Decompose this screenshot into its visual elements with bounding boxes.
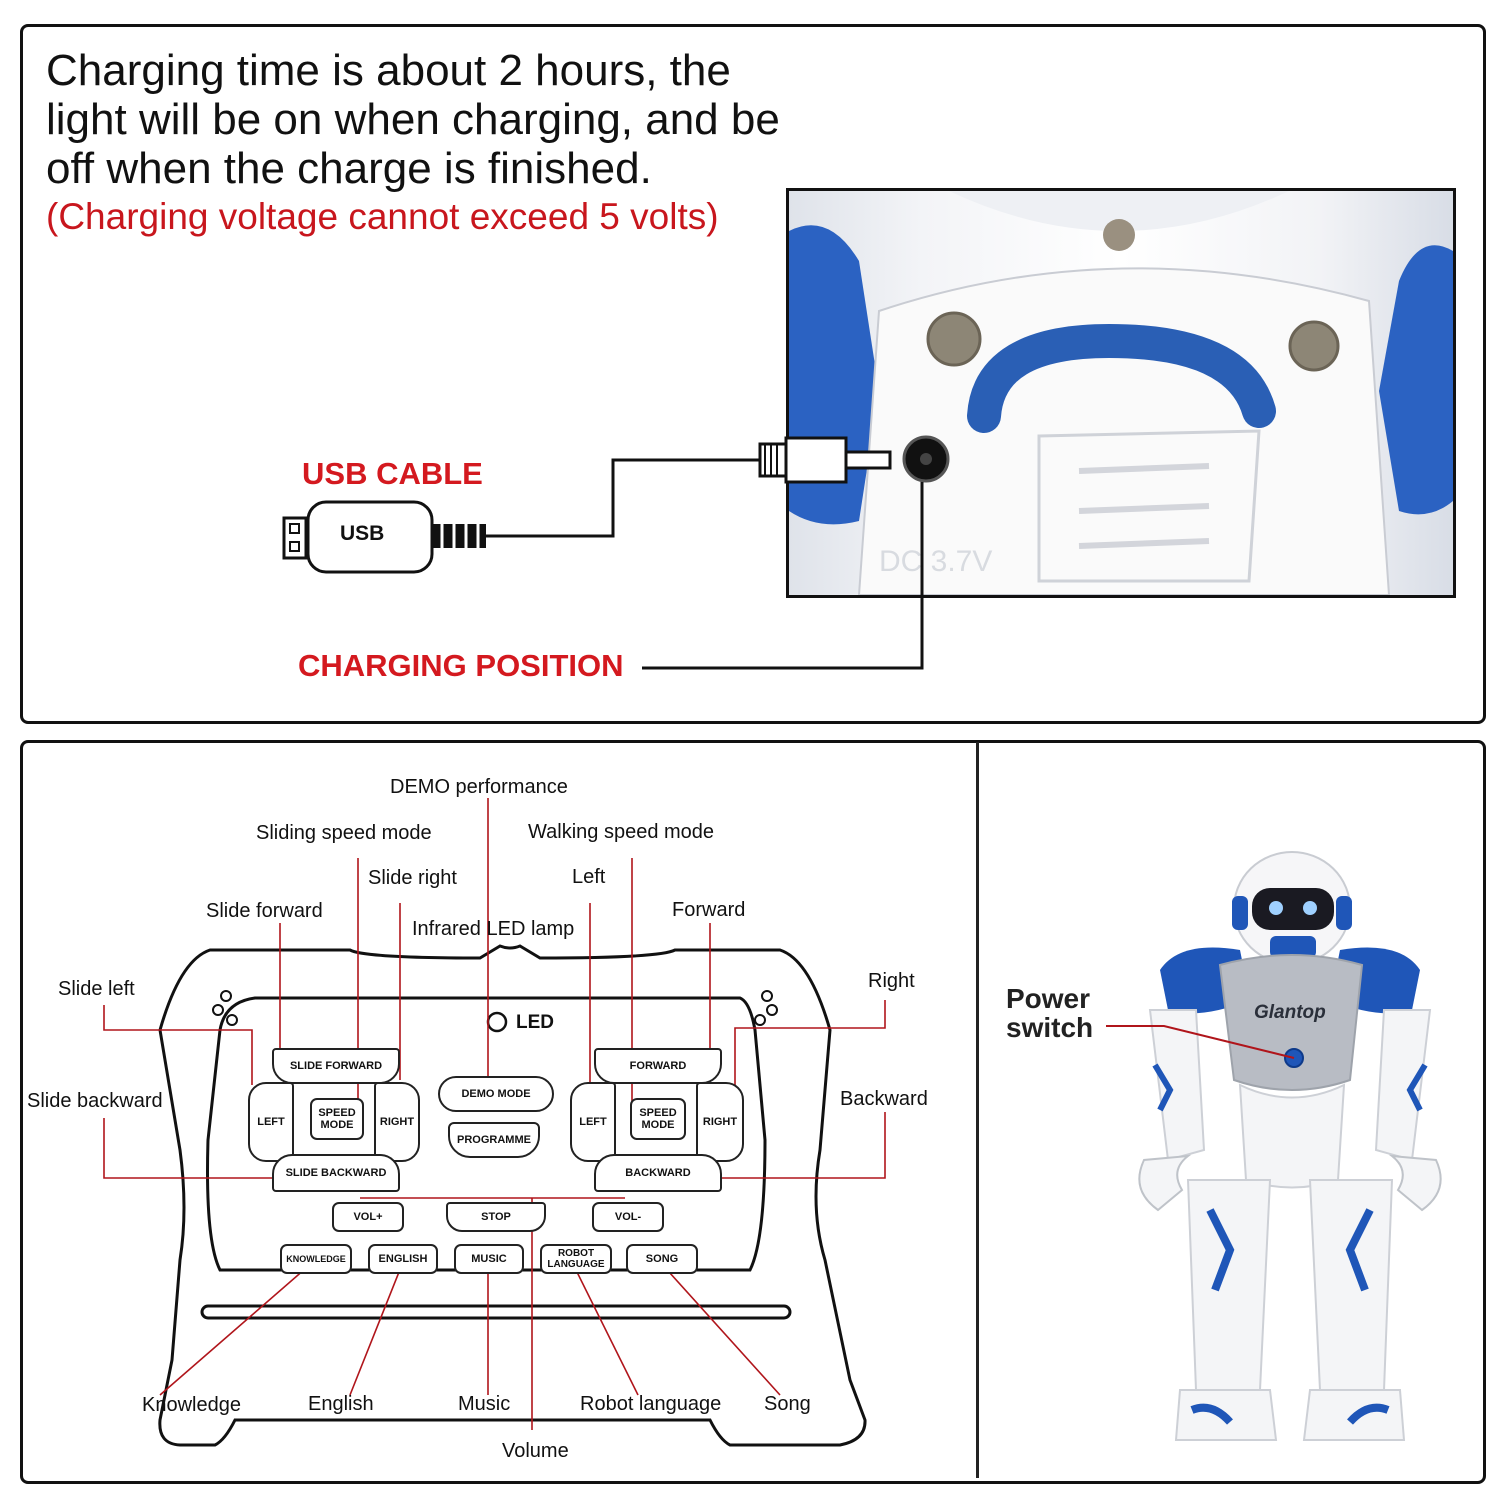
- callout-english: English: [308, 1393, 374, 1415]
- demo-mode-button[interactable]: DEMO MODE: [438, 1076, 554, 1112]
- programme-button[interactable]: PROGRAMME: [448, 1122, 540, 1158]
- callout-slide-left: Slide left: [58, 978, 135, 1000]
- callout-slide-forward: Slide forward: [206, 900, 323, 922]
- slide-backward-button[interactable]: SLIDE BACKWARD: [272, 1154, 400, 1192]
- callout-walking-speed-mode: Walking speed mode: [528, 821, 715, 843]
- callout-knowledge: Knowledge: [142, 1394, 241, 1416]
- slide-right-button[interactable]: RIGHT: [374, 1082, 420, 1162]
- charging-instructions: Charging time is about 2 hours, the ligh…: [46, 46, 780, 193]
- charging-position-label: CHARGING POSITION: [298, 648, 624, 683]
- knowledge-button[interactable]: KNOWLEDGE: [280, 1244, 352, 1274]
- callout-right: Right: [868, 970, 915, 992]
- callout-volume: Volume: [502, 1440, 569, 1462]
- port-marking-text: DC 3.7V: [879, 545, 992, 578]
- forward-button[interactable]: FORWARD: [594, 1048, 722, 1084]
- slide-left-button[interactable]: LEFT: [248, 1082, 294, 1162]
- backward-button[interactable]: BACKWARD: [594, 1154, 722, 1192]
- robot-illustration: Glantop: [1138, 851, 1442, 1441]
- song-button[interactable]: SONG: [626, 1244, 698, 1274]
- usb-cable-diagram: [282, 436, 924, 670]
- slide-forward-button[interactable]: SLIDE FORWARD: [272, 1048, 400, 1084]
- callout-infrared-led-lamp: Infrared LED lamp: [412, 918, 575, 940]
- callout-slide-backward: Slide backward: [27, 1090, 163, 1112]
- usb-cable-label: USB CABLE: [302, 456, 483, 491]
- sliding-speed-mode-button[interactable]: SPEED MODE: [310, 1098, 364, 1140]
- left-button[interactable]: LEFT: [570, 1082, 616, 1162]
- remote-diagram: [103, 798, 886, 1447]
- callout-sliding-speed-mode: Sliding speed mode: [256, 822, 432, 844]
- callout-slide-right: Slide right: [368, 867, 457, 889]
- callout-song: Song: [764, 1393, 811, 1415]
- robot-brand-text: Glantop: [1254, 1002, 1326, 1023]
- callout-left: Left: [572, 866, 606, 888]
- power-switch-label: Power switch: [1006, 983, 1094, 1043]
- callout-robot-language: Robot language: [580, 1393, 722, 1415]
- callout-demo-performance: DEMO performance: [390, 776, 568, 798]
- panel-divider: [976, 742, 979, 1478]
- usb-plug-label: USB: [340, 522, 385, 545]
- music-button[interactable]: MUSIC: [454, 1244, 524, 1274]
- voltage-warning: (Charging voltage cannot exceed 5 volts): [46, 196, 719, 237]
- right-button[interactable]: RIGHT: [696, 1082, 744, 1162]
- stop-button[interactable]: STOP: [446, 1202, 546, 1232]
- callout-forward: Forward: [672, 899, 746, 921]
- callout-music: Music: [458, 1393, 511, 1415]
- english-button[interactable]: ENGLISH: [368, 1244, 438, 1274]
- led-label: LED: [516, 1012, 554, 1033]
- walking-speed-mode-button[interactable]: SPEED MODE: [630, 1098, 686, 1140]
- vol-plus-button[interactable]: VOL+: [332, 1202, 404, 1232]
- robot-language-button[interactable]: ROBOT LANGUAGE: [540, 1244, 612, 1274]
- callout-backward: Backward: [840, 1088, 928, 1110]
- power-switch-leader: [1106, 1025, 1295, 1059]
- robot-back-photo: DC 3.7V: [786, 188, 1456, 598]
- vol-minus-button[interactable]: VOL-: [592, 1202, 664, 1232]
